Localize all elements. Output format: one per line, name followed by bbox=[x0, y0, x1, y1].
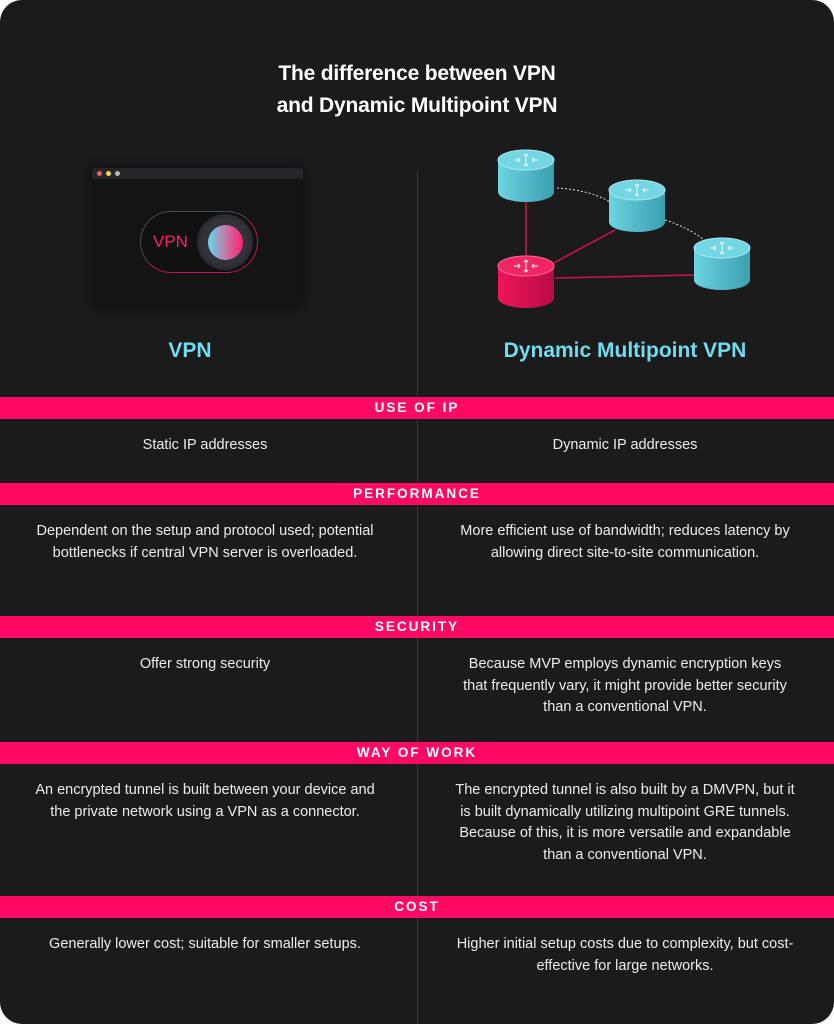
dmvpn-use-of-ip-cell: Dynamic IP addresses bbox=[552, 437, 698, 453]
row-header-way-of-work: WAY OF WORK bbox=[0, 742, 834, 764]
page-title: The difference between VPN and Dynamic M… bbox=[0, 58, 834, 122]
row-header-cost: COST bbox=[0, 896, 834, 918]
title-line-2: and Dynamic Multipoint VPN bbox=[276, 94, 558, 117]
vpn-toggle-label: VPN bbox=[153, 232, 188, 251]
dmvpn-way-of-work-cell: The encrypted tunnel is also built by a … bbox=[455, 782, 795, 863]
window-title-bar bbox=[92, 168, 303, 179]
router-network-diagram-icon bbox=[497, 149, 751, 308]
vpn-way-of-work-cell: An encrypted tunnel is built between you… bbox=[35, 782, 375, 820]
row-header-performance: PERFORMANCE bbox=[0, 483, 834, 505]
vpn-cost-cell: Generally lower cost; suitable for small… bbox=[49, 936, 361, 952]
window-close-dot-icon bbox=[97, 171, 102, 176]
dmvpn-cost-cell: Higher initial setup costs due to comple… bbox=[456, 936, 794, 974]
vpn-column-heading: VPN bbox=[168, 339, 212, 362]
dmvpn-column-heading: Dynamic Multipoint VPN bbox=[503, 339, 747, 362]
row-header-use-of-ip: USE OF IP bbox=[0, 397, 834, 419]
toggle-knob-icon bbox=[208, 225, 243, 260]
dmvpn-performance-cell: More efficient use of bandwidth; reduces… bbox=[460, 523, 790, 561]
title-line-1: The difference between VPN bbox=[278, 62, 556, 85]
vpn-performance-cell: Dependent on the setup and protocol used… bbox=[36, 523, 374, 561]
vpn-security-cell: Offer strong security bbox=[139, 656, 271, 672]
row-header-security: SECURITY bbox=[0, 616, 834, 638]
dmvpn-security-cell: Because MVP employs dynamic encryption k… bbox=[463, 656, 787, 715]
window-minimize-dot-icon bbox=[106, 171, 111, 176]
column-divider bbox=[417, 170, 418, 1024]
window-maximize-dot-icon bbox=[115, 171, 120, 176]
vpn-use-of-ip-cell: Static IP addresses bbox=[142, 437, 268, 453]
